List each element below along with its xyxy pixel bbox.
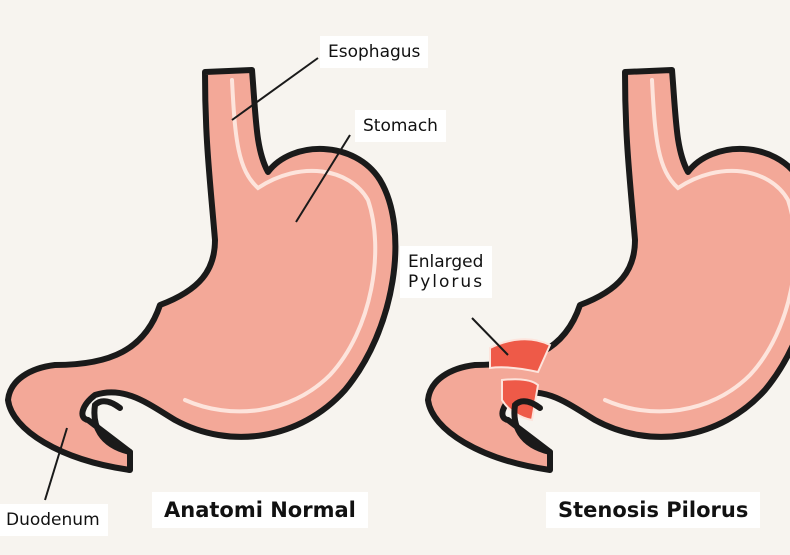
enlarged-label-line2: Pylorus [408, 272, 484, 292]
stomach-label: Stomach [355, 110, 446, 142]
enlarged-label-line1: Enlarged [408, 252, 483, 272]
enlarged-pylorus-top [490, 339, 550, 372]
caption-normal: Anatomi Normal [152, 492, 368, 528]
duodenum-label: Duodenum [0, 504, 108, 536]
enlarged-pylorus-label: Enlarged Pylorus [400, 246, 492, 298]
esophagus-label: Esophagus [320, 36, 428, 68]
caption-stenosis: Stenosis Pilorus [546, 492, 760, 528]
normal-stomach [8, 70, 395, 470]
